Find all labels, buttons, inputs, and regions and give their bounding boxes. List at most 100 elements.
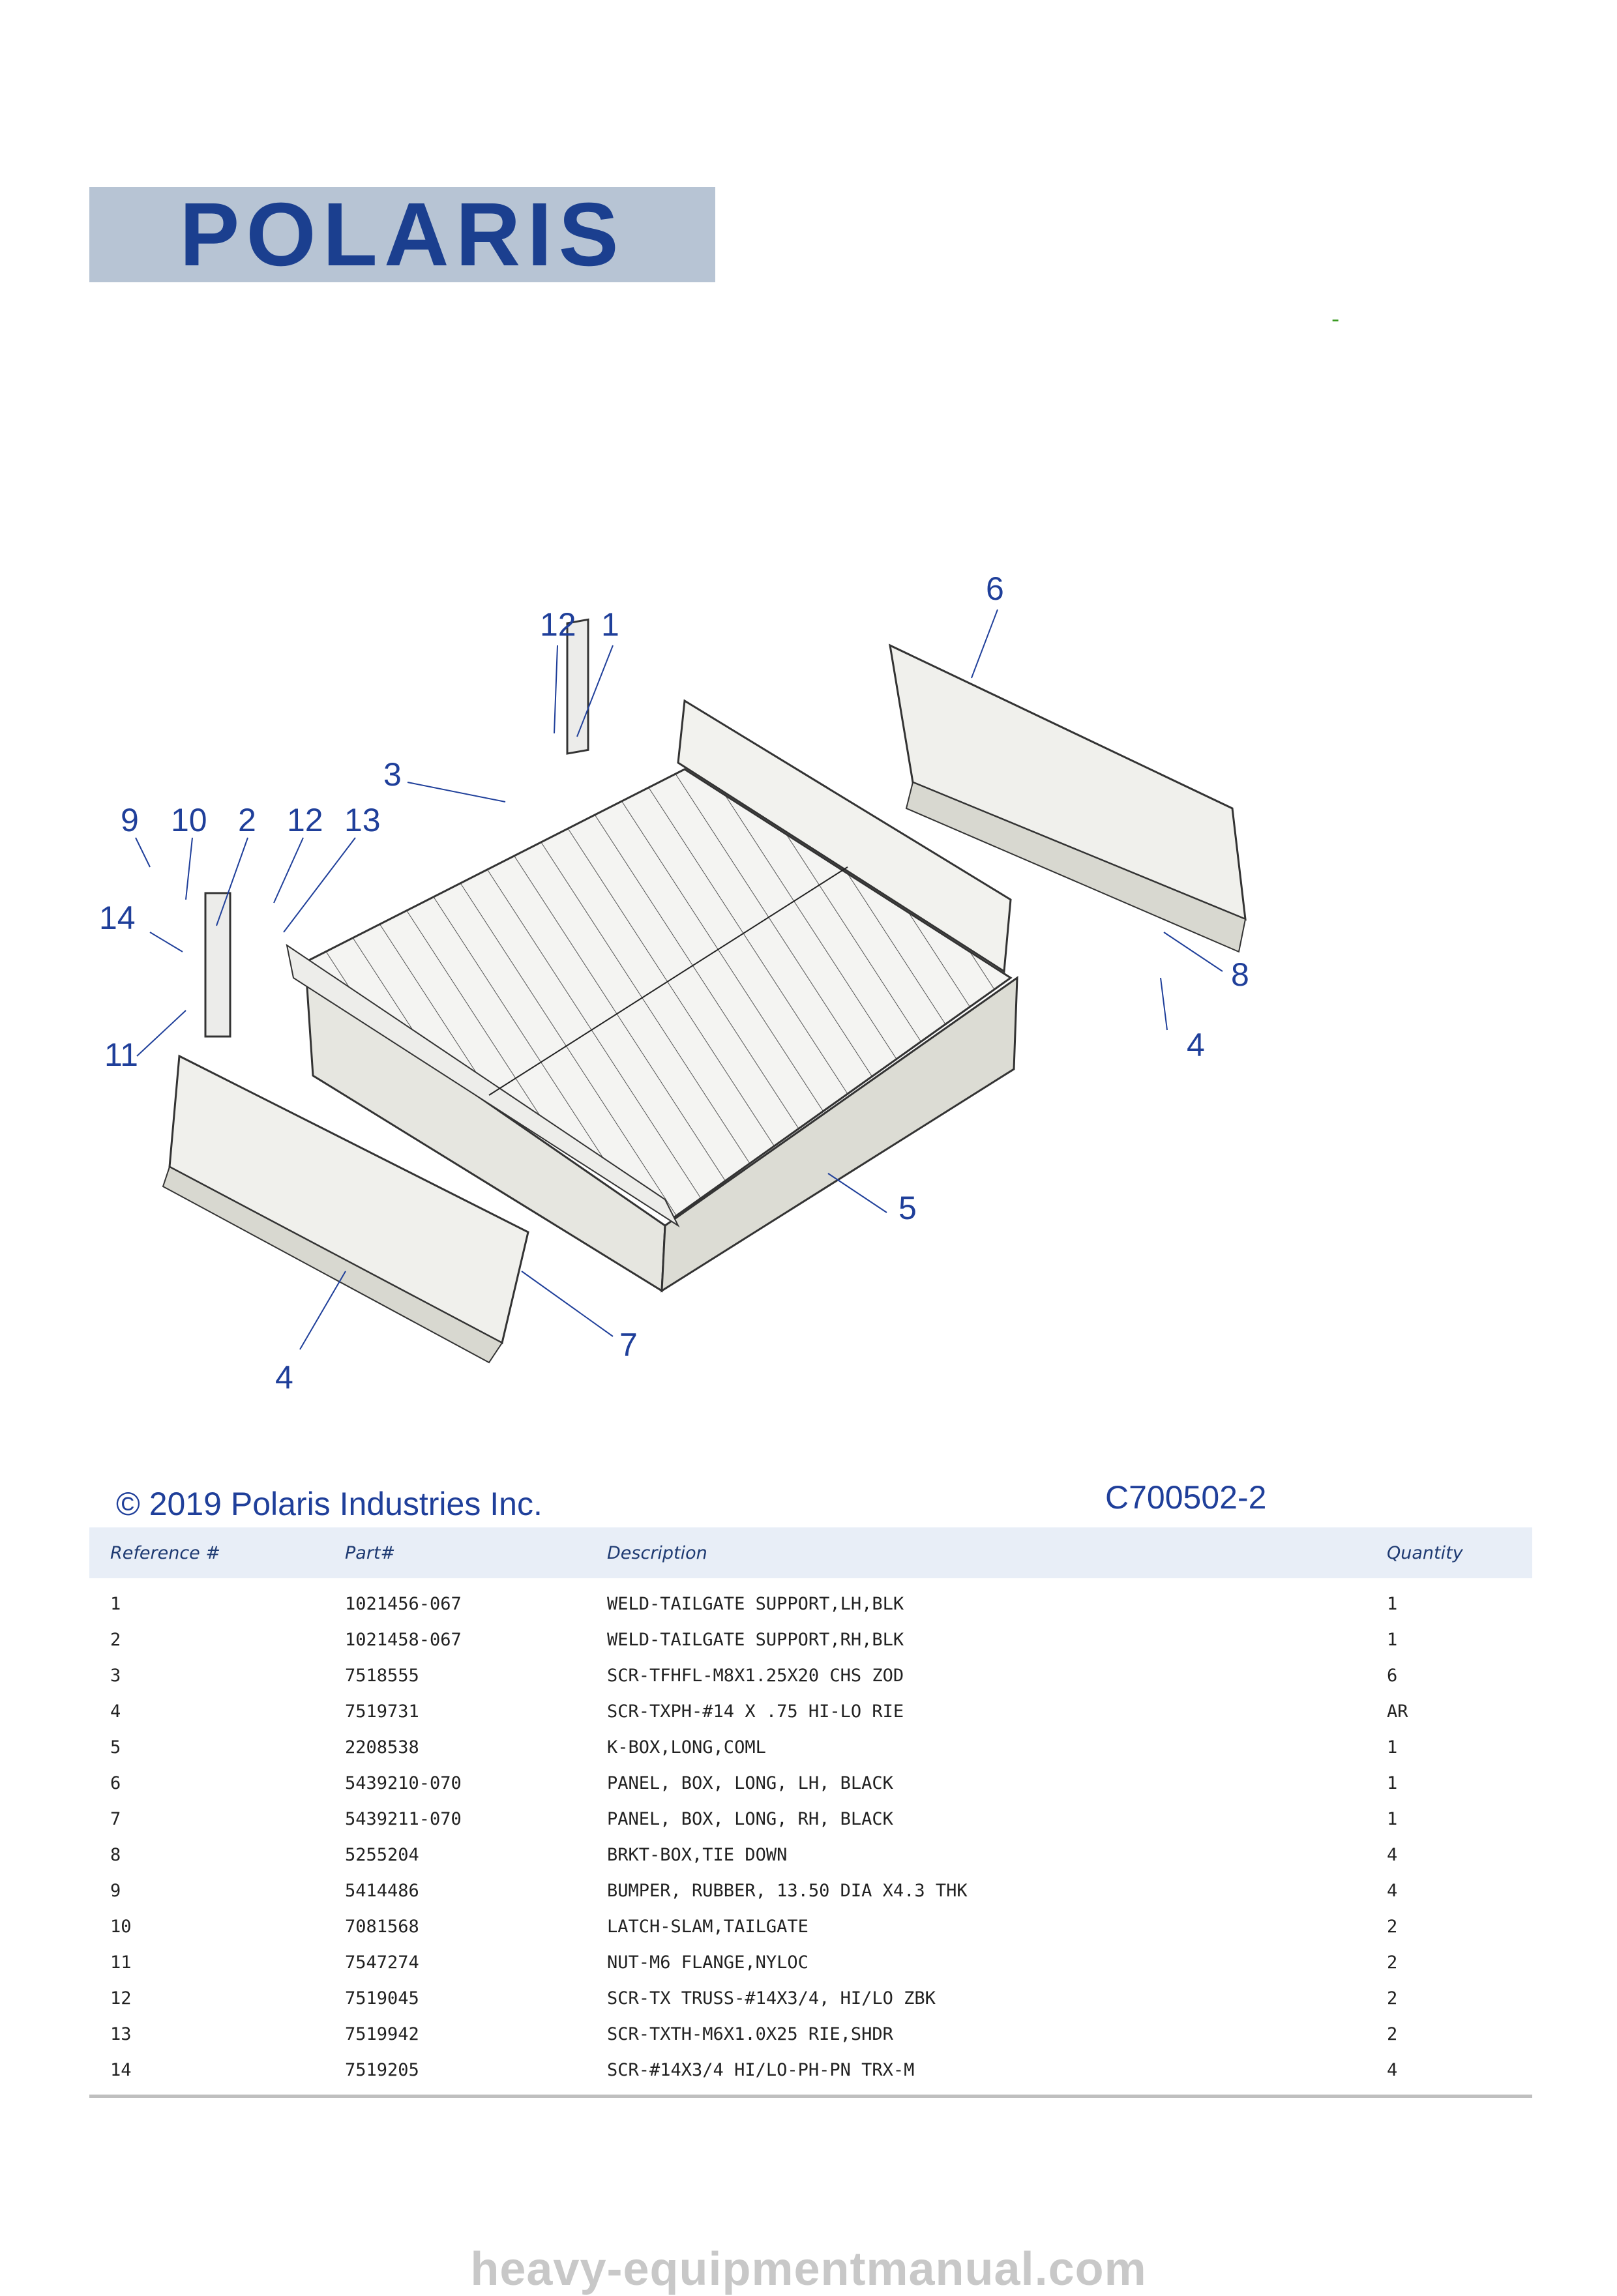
callout-labels: 12 1 6 3 9 10 2 12 13 14 11 8 4 5 7 4 [99, 570, 1249, 1396]
cell-quantity: 1 [1387, 1809, 1398, 1829]
cell-reference: 14 [110, 2060, 132, 2080]
cell-description: WELD-TAILGATE SUPPORT,LH,BLK [607, 1594, 904, 1614]
table-row: 7 5439211-070 PANEL, BOX, LONG, RH, BLACK 1 [89, 1801, 1532, 1837]
cell-quantity: 4 [1387, 1845, 1398, 1865]
cell-quantity: 2 [1387, 1988, 1398, 2009]
cell-description: WELD-TAILGATE SUPPORT,RH,BLK [607, 1630, 904, 1650]
cell-description: SCR-TFHFL-M8X1.25X20 CHS ZOD [607, 1666, 904, 1686]
cell-quantity: 1 [1387, 1773, 1398, 1793]
cell-reference: 9 [110, 1881, 121, 1901]
cell-description: NUT-M6 FLANGE,NYLOC [607, 1952, 808, 1973]
callout-5: 5 [898, 1190, 917, 1226]
watermark: heavy-equipmentmanual.com [470, 2243, 1147, 2295]
table-row: 2 1021458-067 WELD-TAILGATE SUPPORT,RH,BLK… [89, 1622, 1532, 1658]
header-reference: Reference # [89, 1527, 324, 1578]
cell-part-number: 7519942 [345, 2024, 419, 2044]
cell-part-number: 7519731 [345, 1701, 419, 1722]
cell-part-number: 1021458-067 [345, 1630, 462, 1650]
table-row: 14 7519205 SCR-#14X3/4 HI/LO-PH-PN TRX-M 4 [89, 2052, 1532, 2088]
table-row: 5 2208538 K-BOX,LONG,COML 1 [89, 1729, 1532, 1765]
cell-part-number: 7518555 [345, 1666, 419, 1686]
table-row: 13 7519942 SCR-TXTH-M6X1.0X25 RIE,SHDR 2 [89, 2016, 1532, 2052]
callout-leaders [135, 609, 1223, 1350]
header-quantity: Quantity [1366, 1527, 1532, 1578]
callout-7: 7 [619, 1327, 638, 1363]
cell-reference: 13 [110, 2024, 132, 2044]
table-row: 4 7519731 SCR-TXPH-#14 X .75 HI-LO RIE AR [89, 1694, 1532, 1729]
cell-quantity: 1 [1387, 1737, 1398, 1758]
cell-part-number: 5439211-070 [345, 1809, 462, 1829]
callout-12b: 12 [287, 802, 323, 838]
header-part: Part# [324, 1527, 586, 1578]
cell-part-number: 5439210-070 [345, 1773, 462, 1793]
polaris-logo-mark: POLARIS [179, 187, 625, 282]
callout-3: 3 [383, 756, 402, 793]
logo-text: POLARIS [179, 187, 625, 282]
callout-2: 2 [238, 802, 256, 838]
cell-quantity: AR [1387, 1701, 1408, 1722]
cell-description: SCR-TXTH-M6X1.0X25 RIE,SHDR [607, 2024, 893, 2044]
exploded-parts-diagram: 12 1 6 3 9 10 2 12 13 14 11 8 4 5 7 4 [99, 570, 1249, 1396]
callout-4b: 4 [275, 1359, 293, 1396]
callout-6: 6 [986, 570, 1004, 607]
cell-quantity: 2 [1387, 2024, 1398, 2044]
cell-reference: 3 [110, 1666, 121, 1686]
cell-description: K-BOX,LONG,COML [607, 1737, 766, 1758]
cell-description: SCR-TX TRUSS-#14X3/4, HI/LO ZBK [607, 1988, 936, 2009]
cell-quantity: 1 [1387, 1594, 1398, 1614]
polaris-logo: POLARIS [89, 187, 715, 282]
callout-9: 9 [121, 802, 139, 838]
cell-reference: 1 [110, 1594, 121, 1614]
cell-quantity: 2 [1387, 1952, 1398, 1973]
callout-4a: 4 [1187, 1027, 1205, 1063]
callout-8: 8 [1231, 956, 1249, 993]
page-marker: - [1331, 306, 1340, 332]
rh-panel-part-7 [162, 1054, 529, 1364]
cell-part-number: 7081568 [345, 1917, 419, 1937]
callout-10: 10 [171, 802, 207, 838]
cell-quantity: 4 [1387, 1881, 1398, 1901]
cell-description: LATCH-SLAM,TAILGATE [607, 1917, 808, 1937]
callout-13: 13 [344, 802, 381, 838]
cell-reference: 2 [110, 1630, 121, 1650]
cell-reference: 8 [110, 1845, 121, 1865]
table-header-row: Reference # Part# Description Quantity [89, 1527, 1532, 1578]
cell-part-number: 7519205 [345, 2060, 419, 2080]
cell-reference: 5 [110, 1737, 121, 1758]
cell-reference: 10 [110, 1917, 132, 1937]
cell-reference: 7 [110, 1809, 121, 1829]
cell-description: SCR-TXPH-#14 X .75 HI-LO RIE [607, 1701, 904, 1722]
cell-description: PANEL, BOX, LONG, LH, BLACK [607, 1773, 893, 1793]
lh-panel-part-6 [889, 643, 1247, 953]
table-row: 1 1021456-067 WELD-TAILGATE SUPPORT,LH,BLK… [89, 1578, 1532, 1622]
copyright-notice: © 2019 Polaris Industries Inc. [116, 1486, 542, 1522]
cell-description: PANEL, BOX, LONG, RH, BLACK [607, 1809, 893, 1829]
parts-table: Reference # Part# Description Quantity 1… [89, 1527, 1532, 2088]
cell-part-number: 1021456-067 [345, 1594, 462, 1614]
cell-quantity: 4 [1387, 2060, 1398, 2080]
cell-reference: 12 [110, 1988, 132, 2009]
table-bottom-rule [89, 2095, 1532, 2098]
tailgate-support-rh [204, 892, 231, 1038]
cell-reference: 11 [110, 1952, 132, 1973]
callout-11: 11 [104, 1037, 138, 1073]
cell-reference: 4 [110, 1701, 121, 1722]
parts-table-body: 1 1021456-067 WELD-TAILGATE SUPPORT,LH,BLK… [89, 1578, 1532, 2088]
cell-part-number: 2208538 [345, 1737, 419, 1758]
callout-14: 14 [99, 900, 136, 936]
cell-quantity: 1 [1387, 1630, 1398, 1650]
cell-description: SCR-#14X3/4 HI/LO-PH-PN TRX-M [607, 2060, 915, 2080]
cargo-box-part-5 [286, 699, 1018, 1293]
table-row: 6 5439210-070 PANEL, BOX, LONG, LH, BLACK 1 [89, 1765, 1532, 1801]
cell-part-number: 5255204 [345, 1845, 419, 1865]
cell-quantity: 6 [1387, 1666, 1398, 1686]
cell-reference: 6 [110, 1773, 121, 1793]
cell-part-number: 5414486 [345, 1881, 419, 1901]
table-row: 3 7518555 SCR-TFHFL-M8X1.25X20 CHS ZOD 6 [89, 1658, 1532, 1694]
callout-1: 1 [601, 606, 619, 643]
